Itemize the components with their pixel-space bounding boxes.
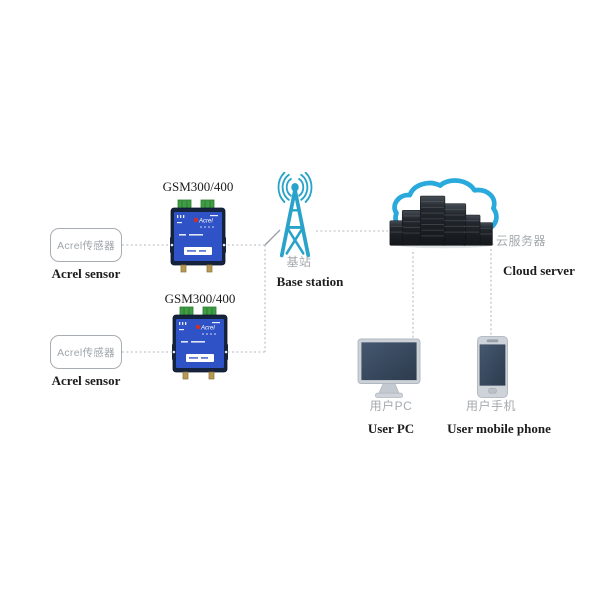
gsm2-brand-text: Acrel [200, 326, 215, 332]
user-phone-label-zh: 用户手机 [465, 399, 516, 413]
acrel-sensor-2-box-label: Acrel传感器 [57, 346, 115, 359]
cloud-server-label-en: Cloud server [503, 263, 575, 278]
cloud-server-icon [389, 178, 499, 249]
cloud-server-label-zh: 云服务器 [496, 234, 547, 248]
user-pc-label-zh: 用户PC [369, 399, 413, 413]
gsm-modem-1-icon: Acrel [170, 199, 226, 273]
server-racks [389, 195, 493, 246]
acrel-sensor-2-caption: Acrel sensor [51, 373, 121, 388]
acrel-sensor-1-caption: Acrel sensor [51, 266, 121, 281]
user-pc-monitor-icon [357, 338, 421, 398]
acrel-sensor-1-box-label: Acrel传感器 [57, 239, 115, 252]
user-phone-icon [477, 336, 508, 398]
gsm1-title: GSM300/400 [162, 179, 234, 194]
acrel-sensor-2-box: Acrel传感器 [50, 335, 122, 369]
gsm-modem-2-icon: Acrel [172, 306, 228, 380]
gsm1-brand-text: Acrel [198, 219, 213, 225]
gsm2-title: GSM300/400 [164, 291, 236, 306]
base-station-tower-icon [277, 172, 313, 258]
gsm1-terminals [177, 199, 215, 210]
base-station-label-zh: 基站 [286, 255, 312, 269]
user-pc-label-en: User PC [367, 421, 415, 436]
user-phone-label-en: User mobile phone [447, 421, 551, 436]
line-corner-tower [264, 229, 281, 246]
base-station-label-en: Base station [276, 274, 344, 289]
acrel-sensor-1-box: Acrel传感器 [50, 228, 122, 262]
